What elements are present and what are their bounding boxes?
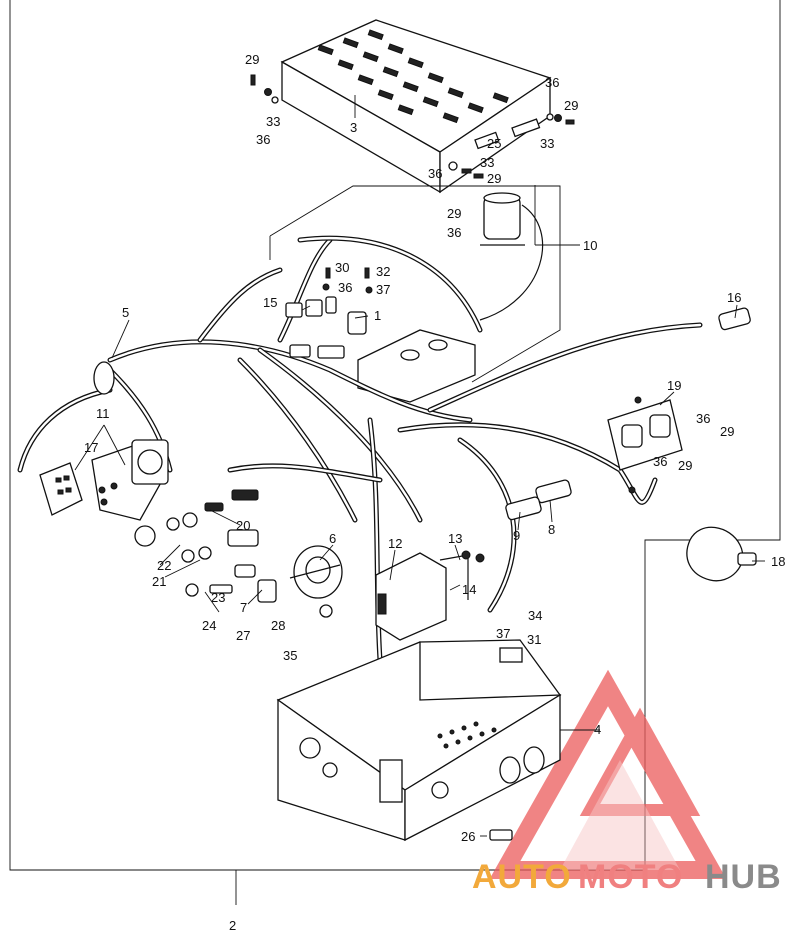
callout-7: 7	[240, 600, 247, 615]
callout-17: 17	[84, 440, 98, 455]
callout-labels: 29 33 36 3 36 29 33 25 33 36 29 29 36 10…	[84, 52, 785, 933]
callout-37-b: 37	[496, 626, 510, 641]
small-connectors	[285, 267, 373, 359]
callout-19: 19	[667, 378, 681, 393]
callout-29-c: 29	[487, 171, 501, 186]
callout-29-d: 29	[447, 206, 461, 221]
harness-group-outline	[269, 185, 561, 383]
callout-22: 22	[157, 558, 171, 573]
callout-36-d: 36	[447, 225, 461, 240]
callout-36-g: 36	[653, 454, 667, 469]
callout-8: 8	[548, 522, 555, 537]
callout-15: 15	[263, 295, 277, 310]
callout-12: 12	[388, 536, 402, 551]
cover-fasteners	[250, 74, 575, 179]
fuse-holder-part	[718, 307, 751, 331]
rectifier-box-part	[357, 329, 476, 403]
callout-13: 13	[448, 531, 462, 546]
callout-33-b: 33	[540, 136, 554, 151]
callout-16: 16	[727, 290, 741, 305]
diagram-frame	[9, 0, 781, 905]
callout-28: 28	[271, 618, 285, 633]
rotary-switch-part	[289, 545, 343, 618]
leader-lines	[74, 95, 765, 837]
callout-23: 23	[211, 590, 225, 605]
label-plate-part	[489, 829, 513, 841]
callout-37-a: 37	[376, 282, 390, 297]
watermark-word-hub: HUB	[705, 858, 782, 896]
watermark-logo: AUTO MOTO HUB	[472, 858, 782, 896]
callout-36-b: 36	[545, 75, 559, 90]
outlet-part	[607, 396, 683, 494]
callout-2: 2	[229, 918, 236, 933]
connector-block-part	[39, 462, 83, 516]
callout-25: 25	[487, 136, 501, 151]
callout-4: 4	[594, 722, 601, 737]
callout-33-a: 33	[266, 114, 280, 129]
callout-34: 34	[528, 608, 542, 623]
callout-29-e: 29	[720, 424, 734, 439]
callout-29-b: 29	[564, 98, 578, 113]
watermark-word-moto: MOTO	[578, 858, 683, 896]
callout-27: 27	[236, 628, 250, 643]
callout-11: 11	[96, 406, 110, 421]
switch-parts	[134, 489, 277, 603]
callout-29-f: 29	[678, 458, 692, 473]
callout-36-c: 36	[428, 166, 442, 181]
callout-24: 24	[202, 618, 216, 633]
meter-part	[91, 439, 169, 521]
callout-36-e: 36	[338, 280, 352, 295]
grommet-part	[93, 361, 115, 395]
callout-32: 32	[376, 264, 390, 279]
callout-36-a: 36	[256, 132, 270, 147]
callout-9: 9	[513, 528, 520, 543]
callout-21: 21	[152, 574, 166, 589]
regulator-part	[375, 550, 485, 641]
callout-29-a: 29	[245, 52, 259, 67]
base-chassis-part	[276, 639, 562, 842]
callout-3: 3	[350, 120, 357, 135]
knob-part	[686, 526, 757, 582]
watermark-word-auto: AUTO	[472, 858, 572, 896]
callout-36-f: 36	[696, 411, 710, 426]
callout-30: 30	[335, 260, 349, 275]
callout-5: 5	[122, 305, 129, 320]
terminal-parts	[505, 479, 572, 521]
top-cover-part	[280, 19, 552, 194]
callout-31: 31	[527, 632, 541, 647]
callout-33-c: 33	[480, 155, 494, 170]
callout-6: 6	[329, 531, 336, 546]
callout-26: 26	[461, 829, 475, 844]
callout-20: 20	[236, 518, 250, 533]
callout-18: 18	[771, 554, 785, 569]
condenser-part	[479, 192, 544, 321]
callout-14: 14	[462, 582, 476, 597]
callout-1: 1	[374, 308, 381, 323]
callout-10: 10	[583, 238, 597, 253]
callout-35: 35	[283, 648, 297, 663]
main-wiring-harness	[17, 235, 703, 663]
watermark-logo-mark	[489, 669, 727, 879]
